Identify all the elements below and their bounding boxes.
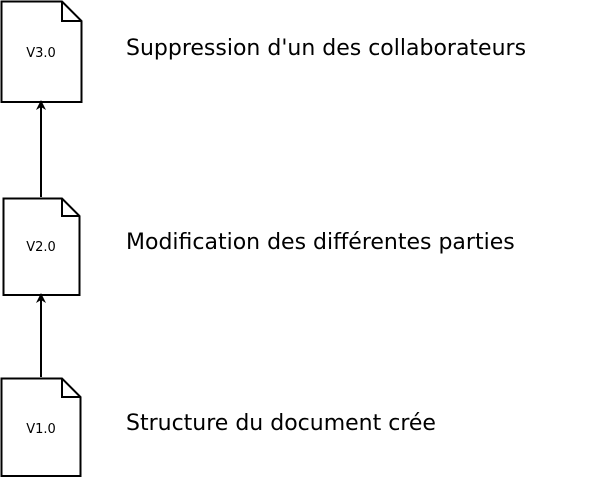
version-node-v1: V1.0	[0, 377, 82, 477]
version-label: V3.0	[26, 46, 56, 61]
document-icon	[0, 377, 82, 477]
version-description: Modification des différentes parties	[126, 230, 515, 255]
document-icon	[2, 197, 81, 296]
version-label: V2.0	[26, 240, 56, 255]
version-label: V1.0	[26, 422, 56, 437]
version-description: Structure du document crée	[126, 411, 436, 436]
version-description: Suppression d'un des collaborateurs	[126, 36, 526, 61]
document-icon	[0, 0, 83, 103]
version-node-v2: V2.0	[2, 197, 81, 296]
version-node-v3: V3.0	[0, 0, 83, 103]
